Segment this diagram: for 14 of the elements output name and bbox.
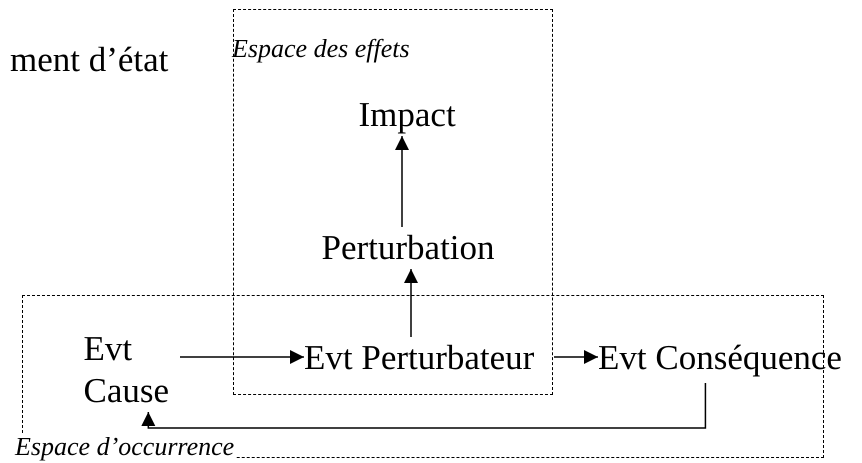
arrow [141,383,706,429]
event-label: Impact [358,94,457,136]
region-title: Espace d’occurrence [15,433,236,461]
cut-off-heading: ment d’état [10,39,168,81]
dashed-region [233,9,553,395]
region-title: Espace des effets [232,35,410,63]
arrow [404,269,418,337]
arrow [554,350,598,364]
event-label: Evt Conséquence [598,337,843,379]
event-label: Perturbation [322,226,496,268]
arrow [180,350,304,364]
event-label: Evt Perturbateur [304,337,536,379]
event-label: Evt Cause [84,328,170,412]
arrow [395,136,409,227]
